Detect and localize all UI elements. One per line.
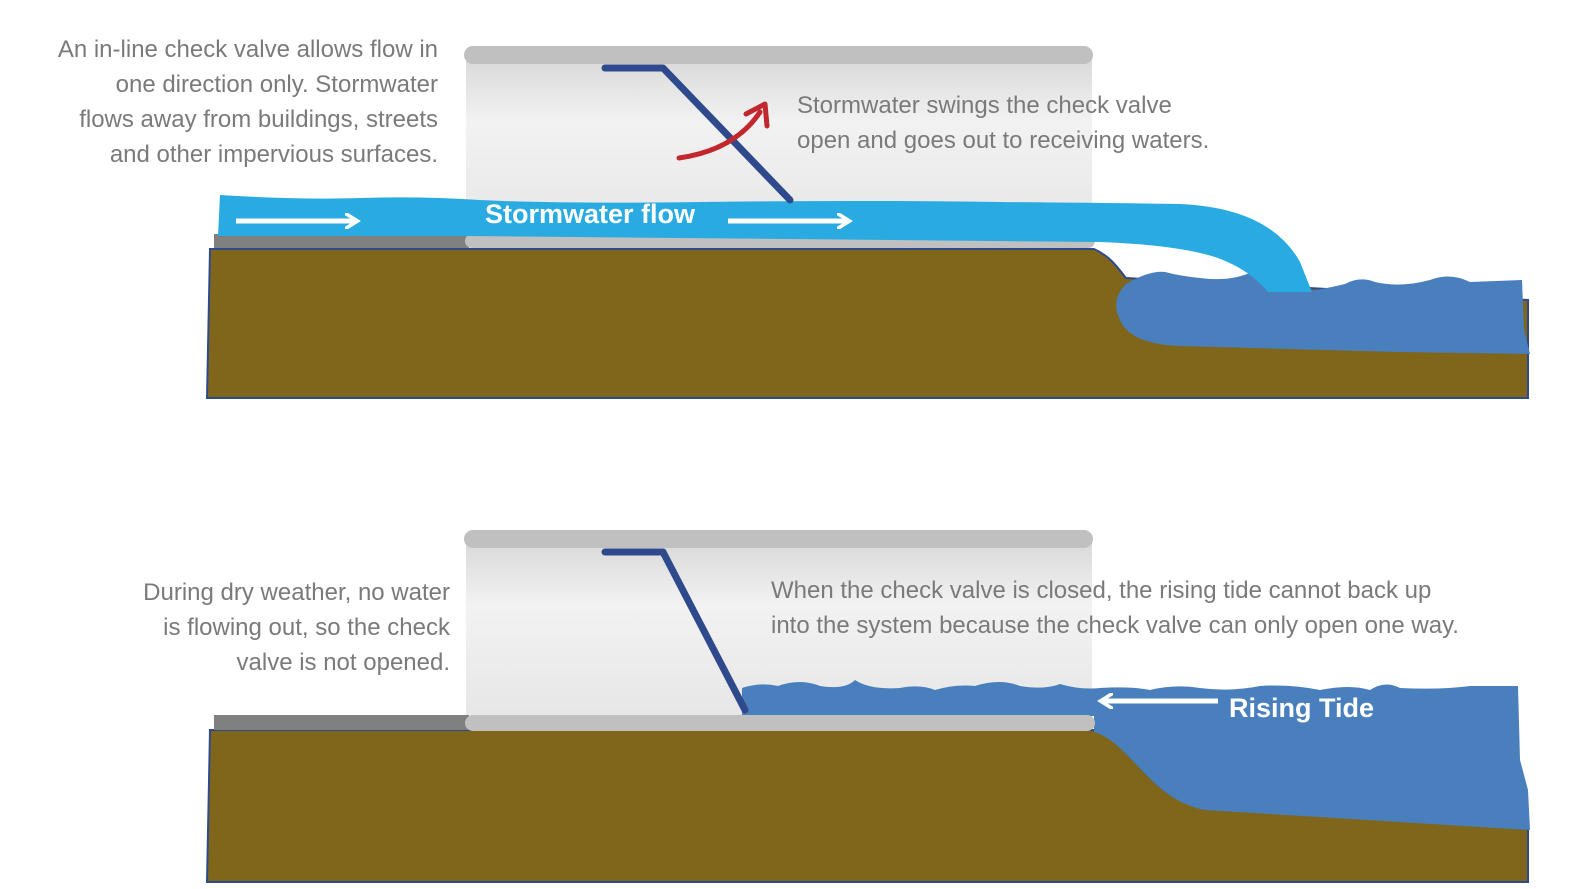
rising-tide-water [742,680,1530,830]
swing-arrow-icon [676,101,770,161]
pipe-top-rim-top [464,46,1093,64]
stormwater-stream [218,195,1312,292]
pipe-floor-outer-top [214,234,469,248]
receiving-water-top [1116,271,1530,354]
check-valve-open [601,64,794,204]
bottom-right-caption: When the check valve is closed, the risi… [771,577,1459,639]
check-valve-closed [601,548,749,714]
rising-tide-label: Rising Tide [1229,693,1375,723]
top-right-caption: Stormwater swings the check valve open a… [797,92,1210,154]
bottom-left-caption: During dry weather, no water is flowing … [143,579,450,676]
pipe-floor-outer-bottom [214,715,469,730]
top-left-caption: An in-line check valve allows flow in on… [57,36,438,168]
stormwater-flow-label: Stormwater flow [485,199,696,229]
pipe-floor-inner-bottom [465,715,1095,731]
pipe-top-rim-bottom [464,530,1093,548]
bottom-panel [205,530,1530,883]
top-panel [205,46,1530,399]
